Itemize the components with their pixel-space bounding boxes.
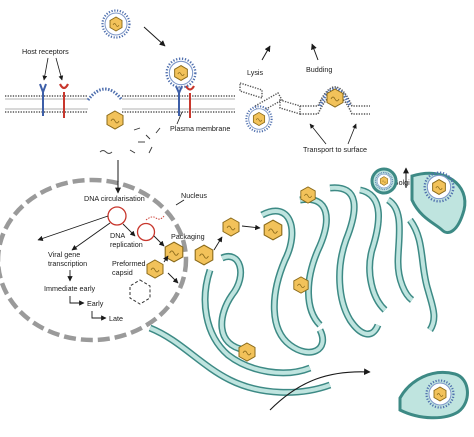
plasma-membrane-label: Plasma membrane	[170, 124, 230, 133]
preformed-label-1: Preformed	[112, 259, 146, 268]
viral-dna-strand	[99, 150, 113, 154]
budding-label: Budding	[306, 65, 332, 74]
host-receptor-blue-1	[39, 83, 47, 116]
nucleus-envelope	[0, 177, 189, 343]
packaging-label: Packaging	[171, 232, 205, 241]
capsid-preformed	[146, 259, 164, 279]
host-receptor-red-1	[59, 83, 69, 118]
fusion-envelope	[86, 87, 124, 101]
vesicle-large-bottom	[398, 371, 469, 420]
dna-concatemer	[145, 215, 165, 221]
lysis-membrane	[239, 82, 301, 115]
capsid-released	[106, 110, 124, 130]
lysis-label: Lysis	[247, 68, 264, 77]
host-receptor-red-2	[185, 85, 195, 118]
replicating-dna	[136, 222, 156, 242]
plasma-membrane	[5, 95, 235, 113]
nucleus-label: Nucleus	[181, 191, 207, 200]
empty-capsid-shell	[129, 279, 151, 305]
viral-gene-label-2: transcription	[48, 259, 87, 268]
capsid-golgi-1	[300, 186, 316, 204]
capsid-budding	[326, 88, 344, 108]
virion-lysis	[245, 105, 273, 133]
vesicle-large-top	[410, 171, 467, 234]
capsid-golgi-entry	[263, 219, 283, 241]
capsid-er-entry	[194, 244, 214, 266]
late-label: Late	[109, 314, 123, 323]
virion-free	[101, 9, 131, 39]
early-label: Early	[87, 299, 104, 308]
vesicle-small	[370, 167, 398, 195]
viral-gene-label-1: Viral gene	[48, 250, 80, 259]
capsid-packaging	[164, 241, 184, 263]
golgi-stack	[260, 184, 438, 356]
immediate-early-label: Immediate early	[44, 284, 96, 293]
golgi-label: Golgi	[393, 178, 410, 187]
dna-replication-label-1: DNA	[110, 231, 125, 240]
capsid-golgi-2	[293, 276, 309, 294]
dna-circularisation-label: DNA circularisation	[84, 194, 145, 203]
virion-attached	[165, 57, 197, 89]
capsid-er-lumen	[238, 342, 256, 362]
dna-replication-label-2: replication	[110, 240, 143, 249]
tegument-fragments	[129, 127, 161, 154]
capsid-transit	[222, 217, 240, 237]
preformed-label-2: capsid	[112, 268, 133, 277]
host-receptors-label: Host receptors	[22, 47, 69, 56]
transport-to-surface-label: Transport to surface	[303, 145, 367, 154]
er-cisternae	[148, 253, 332, 396]
export-arrow	[269, 368, 371, 411]
